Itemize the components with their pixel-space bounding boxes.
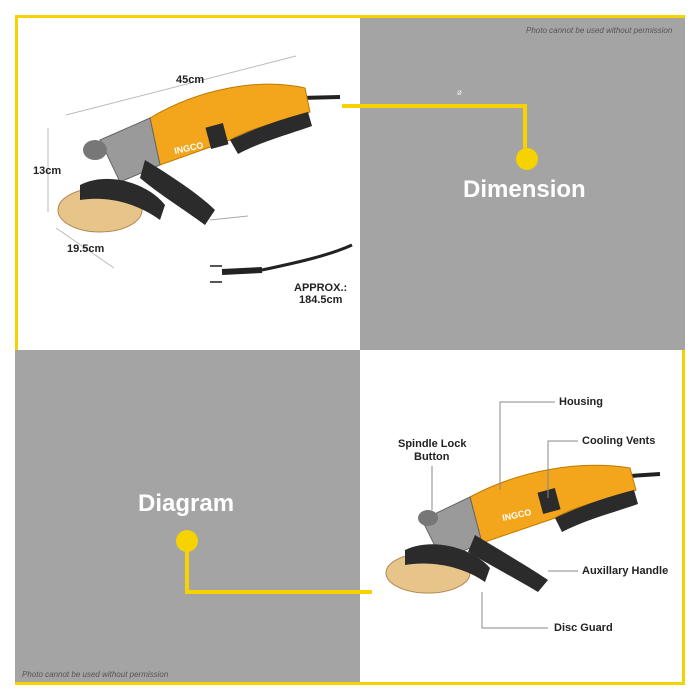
frame-border-bottom [15,682,685,685]
switch-shape [205,123,229,149]
watermark-bottom: Photo cannot be used without permission [22,670,169,679]
guard-shape [80,178,165,220]
frame-border-left [15,15,18,350]
diagram-title-panel [15,350,360,685]
dimension-title: Dimension [463,176,586,203]
grip-shape [230,112,312,154]
cooling-vents-label: Cooling Vents [582,435,656,447]
disc-guard-leader [481,592,548,629]
auxiliary-handle-label: Auxillary Handle [582,565,669,577]
switch-shape-2 [537,488,561,514]
length-line [65,55,297,116]
spindle-shape-2 [418,510,438,526]
length-label: 45cm [176,74,205,86]
cooling-vents-leader [547,440,578,498]
cord-label-line1: APPROX.: [294,282,348,294]
watermark-top: Photo cannot be used without permission [526,26,673,35]
housing-label: Housing [559,396,603,408]
housing-shape [149,83,311,166]
height-label: 13cm [33,165,62,177]
aux-handle-shape [140,160,215,225]
dimension-title-panel [360,15,685,350]
small-mark: ø [457,88,462,97]
grinder-dimension-illustration [57,83,353,283]
spindle-shape [83,140,107,160]
grip-shape-2 [555,490,638,532]
disc-guard-label: Disc Guard [554,622,613,634]
cord-label-line2: 184.5cm [299,294,343,306]
diagram-dot [176,530,198,552]
plug-body [221,267,263,275]
dimension-dot [516,148,538,170]
guard-shape-2 [405,544,490,582]
aux-handle-leader [209,215,249,221]
aux-handle-shape-2 [468,535,548,592]
housing-leader [499,401,555,490]
spindle-lock-label-line1: Spindle Lock [398,438,467,450]
frame-border-top [15,15,685,18]
spindle-lock-label-line2: Button [414,451,450,463]
diagram-title: Diagram [138,490,235,517]
diagram-connector [185,540,372,594]
grinder-diagram-illustration [385,401,661,629]
power-cord [261,243,353,272]
dimension-photo-panel [15,15,360,350]
frame-border-right [682,350,685,685]
width-line [55,227,115,269]
dimension-connector [342,104,527,158]
width-label: 19.5cm [67,243,105,255]
